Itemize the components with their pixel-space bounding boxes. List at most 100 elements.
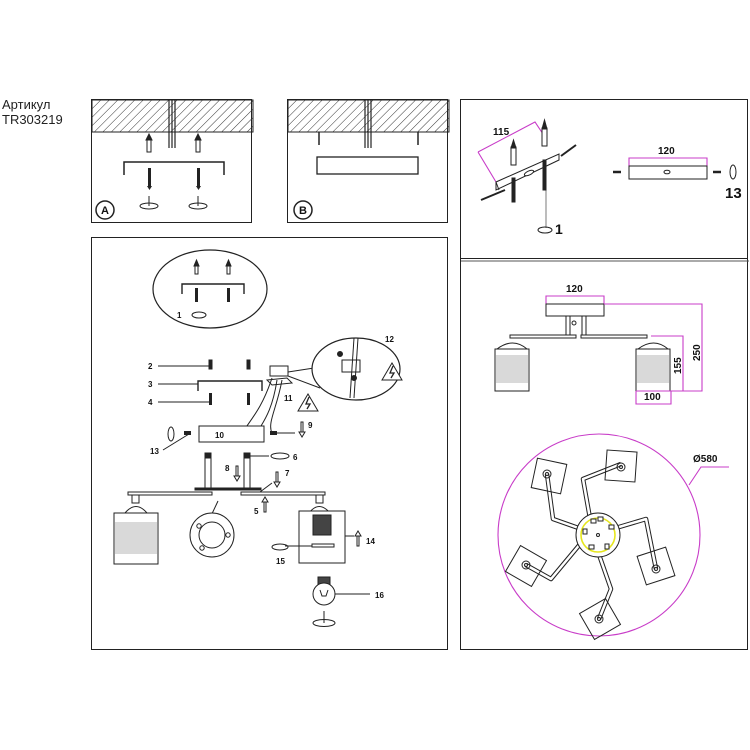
callout-12: 12 [385, 335, 394, 344]
callout-1: 1 [177, 311, 182, 320]
dim-plate-line [628, 157, 708, 166]
arrow-down-icon [298, 421, 306, 438]
step-screw-label: 1 [555, 221, 563, 237]
dim-shade-height-line [636, 335, 684, 392]
mount-plate [198, 425, 265, 443]
socket-circles [521, 462, 661, 624]
dimensions-panel: 120 155 250 100 Ø580 [460, 259, 749, 650]
rotate-icon [191, 311, 207, 319]
callout-13: 13 [150, 447, 159, 456]
top-arms-inner [525, 462, 658, 620]
arms [127, 487, 326, 496]
dim-shade-width-line [635, 391, 672, 405]
plate-hole [663, 169, 671, 175]
callout-6: 6 [293, 453, 298, 462]
plate-nuts [184, 431, 277, 435]
hub-terminals [582, 516, 615, 550]
diameter-label: Ø580 [693, 454, 718, 465]
dim-canopy-line [545, 295, 605, 304]
callout-7: 7 [285, 469, 290, 478]
ceiling-wires [168, 100, 176, 148]
panel-a-badge: A [101, 205, 109, 217]
screw-icon [195, 288, 230, 302]
leader-13 [162, 433, 190, 451]
badge-circle [95, 200, 115, 220]
canopy-plate [316, 156, 419, 175]
callout-5: 5 [254, 507, 259, 516]
rods [204, 452, 251, 489]
diameter-circle [497, 433, 701, 637]
callout-2: 2 [148, 362, 153, 371]
article-title: Артикул [2, 97, 51, 112]
dim-canopy-label: 120 [566, 284, 583, 295]
detail-bubble-mount [152, 249, 268, 329]
mount-plate [628, 165, 708, 180]
dimensions-drawing: 120 155 250 100 Ø580 [461, 260, 749, 641]
callout-8: 8 [225, 464, 230, 473]
badge-circle [293, 200, 313, 220]
callout-4: 4 [148, 398, 153, 407]
screw-icon [209, 393, 250, 405]
rotate-icon [139, 196, 208, 210]
leader-7 [259, 482, 273, 493]
arrow-down-icon [273, 471, 281, 488]
dowel-icon [510, 118, 548, 166]
article-label: Артикул TR303219 [2, 97, 63, 127]
rotate-icon [271, 543, 289, 551]
callout-9: 9 [308, 421, 313, 430]
terminal-block [265, 365, 294, 386]
dim-bracket-label: 115 [493, 127, 510, 138]
shade-left [113, 494, 159, 565]
panel-b-drawing: B [287, 99, 450, 220]
rotate-icon [729, 164, 737, 180]
bracket [181, 283, 245, 294]
dim-total-height-label: 250 [692, 344, 703, 361]
bracket-ends [318, 132, 419, 145]
callout-3: 3 [148, 380, 153, 389]
dim-shade-width-label: 100 [644, 392, 661, 403]
arrow-up-icon [354, 530, 362, 547]
canopy [545, 303, 605, 317]
detail-leader [287, 367, 321, 389]
assembly-panel: 1 2 3 4 12 [91, 237, 448, 650]
callout-10: 10 [215, 431, 224, 440]
gasket-ring [189, 512, 235, 558]
assembly-drawing: 1 2 3 4 12 [113, 249, 403, 627]
callout-14: 14 [366, 537, 375, 546]
panel-a-drawing: A [91, 99, 254, 220]
article-code: TR303219 [2, 112, 63, 127]
dowel-icon [145, 132, 202, 153]
callout-11: 11 [284, 394, 293, 403]
shade-squares [504, 449, 676, 641]
terminal-detail [337, 337, 361, 399]
panel-b-ceiling-plate: B [287, 99, 450, 223]
warning-icon [297, 362, 403, 412]
dowel-icon [208, 359, 251, 370]
diameter-leader [688, 466, 729, 486]
panel-a-ceiling-bracket: A [91, 99, 254, 223]
rotate-icon [167, 426, 175, 442]
dowel-icon [193, 258, 232, 275]
mount-panel: 115 1 120 13 [460, 99, 748, 259]
bracket-3d [495, 153, 560, 191]
dim-plate-label: 120 [658, 146, 675, 157]
bracket [197, 380, 263, 391]
arrow-down-icon [233, 465, 241, 482]
bracket [123, 161, 225, 175]
ceiling-wires [364, 100, 372, 148]
step-nut-label: 13 [725, 185, 742, 202]
panel-b-badge: B [299, 205, 307, 217]
shade-left [494, 342, 530, 392]
canopy-rods [565, 315, 587, 337]
rotate-icon [270, 452, 290, 460]
dim-total-height-line [604, 303, 703, 392]
bulb-icon [312, 576, 336, 606]
arms [509, 334, 648, 339]
dim-shade-height-label: 155 [673, 357, 684, 374]
rotate-icon [537, 226, 553, 234]
arrow-up-icon [261, 496, 269, 513]
mount-drawing: 115 1 120 13 [477, 118, 742, 237]
screw-icon [480, 144, 577, 203]
hub-center [596, 533, 600, 537]
callout-15: 15 [276, 557, 285, 566]
